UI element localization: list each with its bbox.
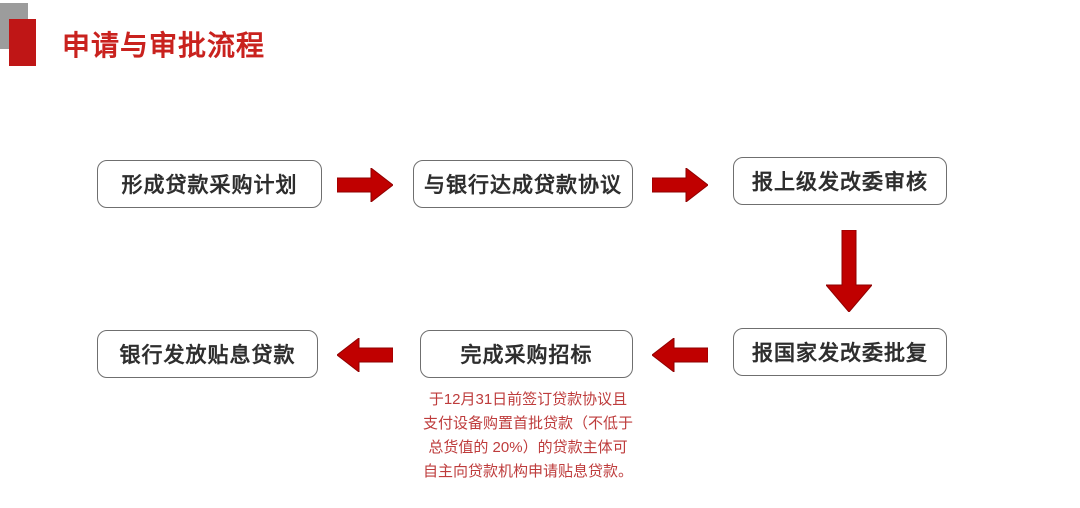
flow-step-label: 完成采购招标 <box>460 344 593 367</box>
flow-step-label: 报上级发改委审核 <box>752 171 928 194</box>
flow-step-label: 与银行达成贷款协议 <box>424 174 622 197</box>
flow-step-label: 形成贷款采购计划 <box>121 174 298 197</box>
right-arrow-icon <box>652 168 708 202</box>
note-line: 总货值的 20%）的贷款主体可 <box>428 439 628 456</box>
deco-red-square <box>9 19 36 66</box>
note-line: 支付设备购置首批贷款（不低于 <box>422 415 633 432</box>
right-arrow-icon <box>337 168 393 202</box>
flow-step-form-loan-procurement-plan: 形成贷款采购计划 <box>97 160 322 208</box>
note-line: 自主向贷款机构申请贴息贷款。 <box>422 463 633 480</box>
flow-step-national-ndrc-approval: 报国家发改委批复 <box>733 328 947 376</box>
flow-step-bank-issues-discount-loan: 银行发放贴息贷款 <box>97 330 318 378</box>
left-arrow-icon <box>652 338 708 372</box>
loan-condition-note: 于12月31日前签订贷款协议且 支付设备购置首批贷款（不低于 总货值的 20%）… <box>413 388 643 484</box>
down-arrow-icon <box>826 230 872 312</box>
page-title: 申请与审批流程 <box>62 30 266 61</box>
note-line: 于12月31日前签订贷款协议且 <box>428 391 628 408</box>
flow-step-label: 银行发放贴息贷款 <box>119 344 296 367</box>
flow-step-report-to-superior-ndrc-review: 报上级发改委审核 <box>733 157 947 205</box>
left-arrow-icon <box>337 338 393 372</box>
flow-step-complete-procurement-tender: 完成采购招标 <box>420 330 633 378</box>
flow-step-label: 报国家发改委批复 <box>752 342 928 365</box>
flow-step-reach-loan-agreement-with-bank: 与银行达成贷款协议 <box>413 160 633 208</box>
